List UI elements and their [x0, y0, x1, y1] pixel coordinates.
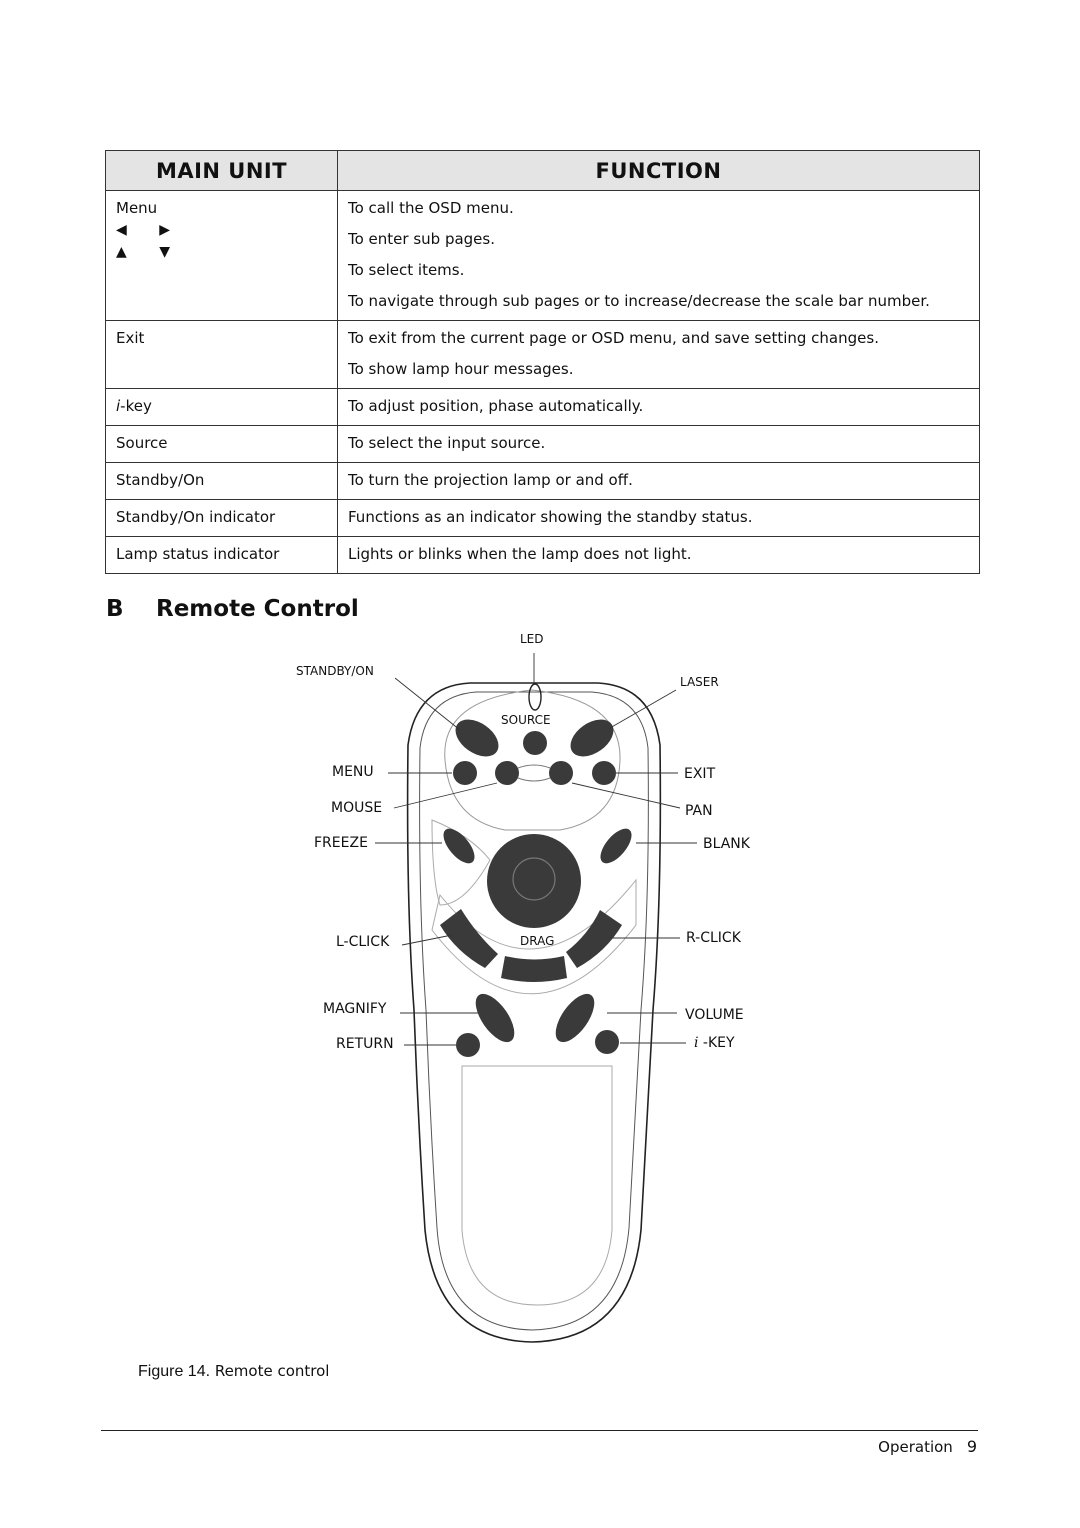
label-r-click: R-CLICK [686, 930, 742, 946]
table-row: Source To select the input source. [105, 425, 980, 463]
function-text: To exit from the current page or OSD men… [348, 329, 879, 347]
table-row: Standby/On indicator Functions as an ind… [105, 499, 980, 537]
figure-caption: Figure 14. Remote control [138, 1362, 329, 1381]
function-cell: To exit from the current page or OSD men… [337, 320, 980, 389]
label-i-key-italic: i [694, 1035, 698, 1051]
lower-panel-outline [431, 819, 491, 906]
pan-button [549, 761, 573, 785]
label-drag: DRAG [520, 934, 554, 948]
label-exit: EXIT [684, 766, 716, 782]
label-pan: PAN [685, 803, 713, 819]
remote-body-outer [406, 682, 662, 1343]
unit-source: Source [105, 425, 338, 463]
function-text: To select the input source. [337, 425, 980, 463]
label-i-key: i -KEY [694, 1035, 735, 1051]
bottom-window [461, 1065, 613, 1306]
figure-number: Figure 14. [138, 1363, 211, 1380]
mouse-pan-bridge [517, 764, 551, 782]
function-text: To show lamp hour messages. [348, 360, 574, 378]
r-click-button [566, 910, 622, 968]
exit-button [592, 761, 616, 785]
magnify-button [475, 993, 515, 1043]
unit-exit: Exit [116, 329, 145, 347]
function-text: Lights or blinks when the lamp does not … [337, 536, 980, 574]
label-freeze: FREEZE [314, 835, 368, 851]
label-source: SOURCE [501, 713, 551, 727]
table-row: Exit To exit from the current page or OS… [105, 320, 980, 389]
label-blank: BLANK [703, 836, 751, 852]
label-l-click: L-CLICK [336, 934, 390, 950]
unit-menu: Menu [116, 199, 158, 217]
freeze-button [443, 828, 475, 864]
header-main-unit: MAIN UNIT [105, 150, 338, 191]
label-volume: VOLUME [685, 1007, 744, 1023]
mouse-button [495, 761, 519, 785]
unit-cell: Exit [105, 320, 338, 389]
blank-button [600, 828, 632, 864]
section-heading: B Remote Control [106, 596, 359, 622]
footer-section: Operation [878, 1438, 953, 1456]
return-button [456, 1033, 480, 1057]
label-standby-on: STANDBY/ON [296, 664, 374, 678]
function-text: To enter sub pages. [348, 230, 495, 248]
standby-on-button [455, 719, 499, 757]
function-text: To turn the projection lamp or and off. [337, 462, 980, 500]
label-mouse: MOUSE [331, 800, 382, 816]
menu-button [453, 761, 477, 785]
laser-button [570, 719, 614, 757]
function-text: To navigate through sub pages or to incr… [348, 292, 930, 310]
table-row: Menu ◀ ▶ ▲ ▼ To call the OSD menu. To en… [105, 190, 980, 321]
label-i-key-suffix: -KEY [698, 1035, 735, 1051]
unit-i-key: i-key [105, 388, 338, 426]
function-text: To select items. [348, 261, 465, 279]
figure-text: Remote control [214, 1362, 330, 1380]
table-row: Lamp status indicator Lights or blinks w… [105, 536, 980, 574]
lower-arc-outline [431, 878, 637, 995]
i-key-button [595, 1030, 619, 1054]
unit-standby-on: Standby/On [105, 462, 338, 500]
section-title: Remote Control [156, 596, 359, 622]
left-right-arrows-icon: ◀ ▶ [116, 222, 184, 238]
up-down-arrows-icon: ▲ ▼ [116, 244, 184, 260]
page-number: 9 [966, 1437, 977, 1456]
i-key-suffix: -key [120, 397, 152, 415]
main-unit-table: MAIN UNIT FUNCTION Menu ◀ ▶ ▲ ▼ To call … [105, 150, 980, 574]
i-key-italic: i [116, 397, 121, 415]
joystick-pad [487, 834, 581, 928]
function-table: MAIN UNIT FUNCTION Menu ◀ ▶ ▲ ▼ To call … [105, 150, 980, 574]
top-panel-outline [444, 689, 621, 831]
header-function: FUNCTION [337, 150, 980, 191]
function-cell: To call the OSD menu. To enter sub pages… [337, 190, 980, 321]
label-led: LED [520, 632, 544, 646]
joystick-center [512, 857, 556, 901]
led-icon [528, 683, 542, 711]
table-row: Standby/On To turn the projection lamp o… [105, 462, 980, 500]
unit-cell: Menu ◀ ▶ ▲ ▼ [105, 190, 338, 321]
function-text: To adjust position, phase automatically. [337, 388, 980, 426]
page-footer: Operation 9 [878, 1437, 977, 1456]
volume-button [555, 993, 595, 1043]
source-button [523, 731, 547, 755]
drag-button [501, 956, 567, 982]
unit-lamp-status-indicator: Lamp status indicator [105, 536, 338, 574]
function-text: To call the OSD menu. [348, 199, 514, 217]
leader-lines [375, 653, 697, 1046]
l-click-button [440, 909, 498, 968]
footer-divider [101, 1430, 978, 1431]
label-menu: MENU [332, 764, 374, 780]
label-laser: LASER [680, 675, 719, 689]
table-row: i-key To adjust position, phase automati… [105, 388, 980, 426]
label-magnify: MAGNIFY [323, 1001, 387, 1017]
label-return: RETURN [336, 1036, 394, 1052]
table-header-row: MAIN UNIT FUNCTION [105, 150, 980, 191]
remote-body-inner [419, 691, 649, 1331]
section-letter: B [106, 596, 124, 622]
